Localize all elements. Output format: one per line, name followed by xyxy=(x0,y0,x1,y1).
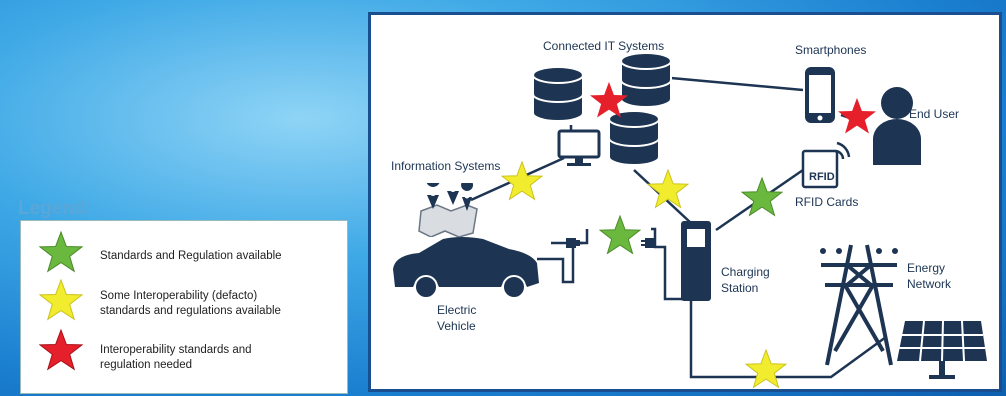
database-icon xyxy=(620,52,672,108)
red-star-icon xyxy=(39,329,83,371)
diagram-panel: RFID xyxy=(368,12,1002,392)
smartphone-icon xyxy=(805,67,835,123)
legend-text-yellow: Some Interoperability (defacto) standard… xyxy=(100,289,340,319)
label-vehicle: Vehicle xyxy=(437,319,476,333)
legend-text-yellow-line2: standards and regulations available xyxy=(100,305,281,317)
label-end-user: End User xyxy=(909,107,960,121)
electric-vehicle-icon xyxy=(393,237,539,299)
map-pins-icon xyxy=(418,183,478,237)
label-rfid-cards: RFID Cards xyxy=(795,195,859,209)
legend-text-yellow-line1: Some Interoperability (defacto) xyxy=(100,290,258,302)
label-information-systems: Information Systems xyxy=(391,159,501,173)
legend-text-red: Interoperability standards and regulatio… xyxy=(100,343,340,373)
computer-monitor-icon xyxy=(557,129,601,166)
legend-text-red-line1: Interoperability standards and xyxy=(100,344,252,356)
label-connected-it-systems: Connected IT Systems xyxy=(543,39,665,53)
legend-text-red-line2: regulation needed xyxy=(100,359,193,371)
plug-right-icon xyxy=(641,238,655,248)
charging-station-icon xyxy=(681,221,711,301)
label-station: Station xyxy=(721,281,759,295)
red-star-icon xyxy=(838,97,876,134)
database-icon xyxy=(532,66,584,122)
green-star-icon xyxy=(599,215,641,255)
red-star-icon xyxy=(590,81,628,118)
yellow-star-icon xyxy=(745,349,787,389)
database-icon xyxy=(608,110,660,166)
yellow-star-icon xyxy=(647,169,689,209)
solar-panel-icon xyxy=(897,320,987,379)
rfid-card-text: RFID xyxy=(809,171,835,183)
label-charging: Charging xyxy=(721,265,770,279)
label-network: Network xyxy=(907,277,952,291)
power-tower-icon xyxy=(820,244,898,366)
green-star-icon xyxy=(741,177,783,217)
legend-text-green-line1: Standards and Regulation available xyxy=(100,250,282,262)
yellow-star-icon xyxy=(501,161,543,201)
end-user-icon xyxy=(873,87,921,165)
legend-title: Legend: xyxy=(18,198,92,219)
legend-text-green: Standards and Regulation available xyxy=(100,249,340,264)
label-smartphones: Smartphones xyxy=(795,43,867,57)
rfid-card-icon xyxy=(801,141,851,189)
green-star-icon xyxy=(39,231,83,273)
legend-box: Standards and Regulation available Some … xyxy=(20,220,348,394)
yellow-star-icon xyxy=(39,279,83,321)
label-electric: Electric xyxy=(437,303,477,317)
plug-left-icon xyxy=(566,238,580,248)
label-energy: Energy xyxy=(907,261,946,275)
